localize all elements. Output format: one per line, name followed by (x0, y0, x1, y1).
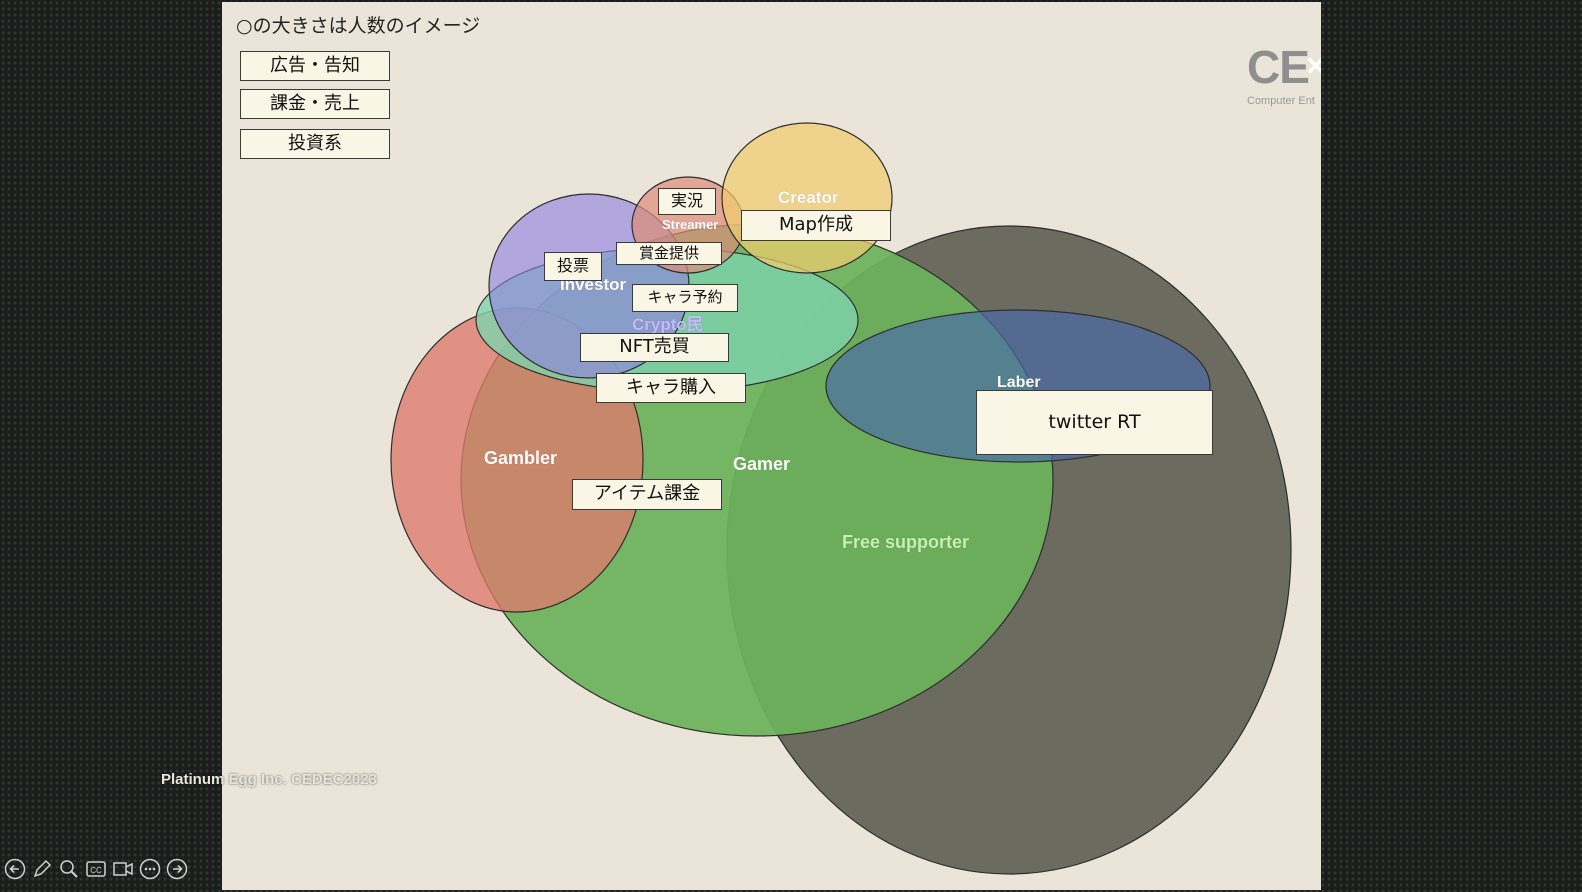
label-gamer: Gamer (733, 454, 791, 474)
tag-map-creation: Map作成 (741, 210, 891, 241)
more-icon[interactable] (139, 858, 161, 880)
label-laber: Laber (997, 374, 1041, 391)
tag-live-streaming: 実況 (658, 188, 716, 215)
video-icon[interactable] (112, 858, 134, 880)
pen-icon[interactable] (31, 858, 53, 880)
captions-icon[interactable]: CC (85, 858, 107, 880)
tag-prize: 賞金提供 (616, 242, 722, 265)
label-streamer: Streamer (662, 217, 719, 232)
credit-text: Platinum Egg Inc. CEDEC2023 (161, 771, 377, 788)
tag-nft-trade: NFT売買 (580, 333, 729, 362)
legend-ads: 広告・告知 (240, 51, 390, 81)
tag-item-billing: アイテム課金 (572, 479, 722, 510)
legend-investment: 投資系 (240, 129, 390, 159)
label-creator: Creator (778, 188, 839, 207)
presenter-toolbar: CC (4, 858, 188, 880)
legend-billing: 課金・売上 (240, 89, 390, 119)
tag-twitter-rt: twitter RT (976, 390, 1213, 455)
presentation-slide: ○の大きさは人数のイメージ 広告・告知 課金・売上 投資系 Free suppo… (222, 2, 1321, 890)
back-icon[interactable] (4, 858, 26, 880)
cedec-logo: CE✕ Computer Ent (1247, 41, 1321, 107)
tag-vote: 投票 (544, 252, 602, 281)
forward-icon[interactable] (166, 858, 188, 880)
size-note: ○の大きさは人数のイメージ (236, 15, 481, 37)
tag-chara-purchase: キャラ購入 (596, 373, 746, 403)
tag-chara-reserve: キャラ予約 (632, 284, 738, 312)
label-crypto: Crypto民 (632, 315, 704, 334)
label-gambler: Gambler (484, 448, 558, 468)
label-free-supporter: Free supporter (842, 532, 970, 552)
svg-text:CC: CC (90, 866, 102, 875)
zoom-icon[interactable] (58, 858, 80, 880)
venn-diagram (390, 122, 1292, 875)
